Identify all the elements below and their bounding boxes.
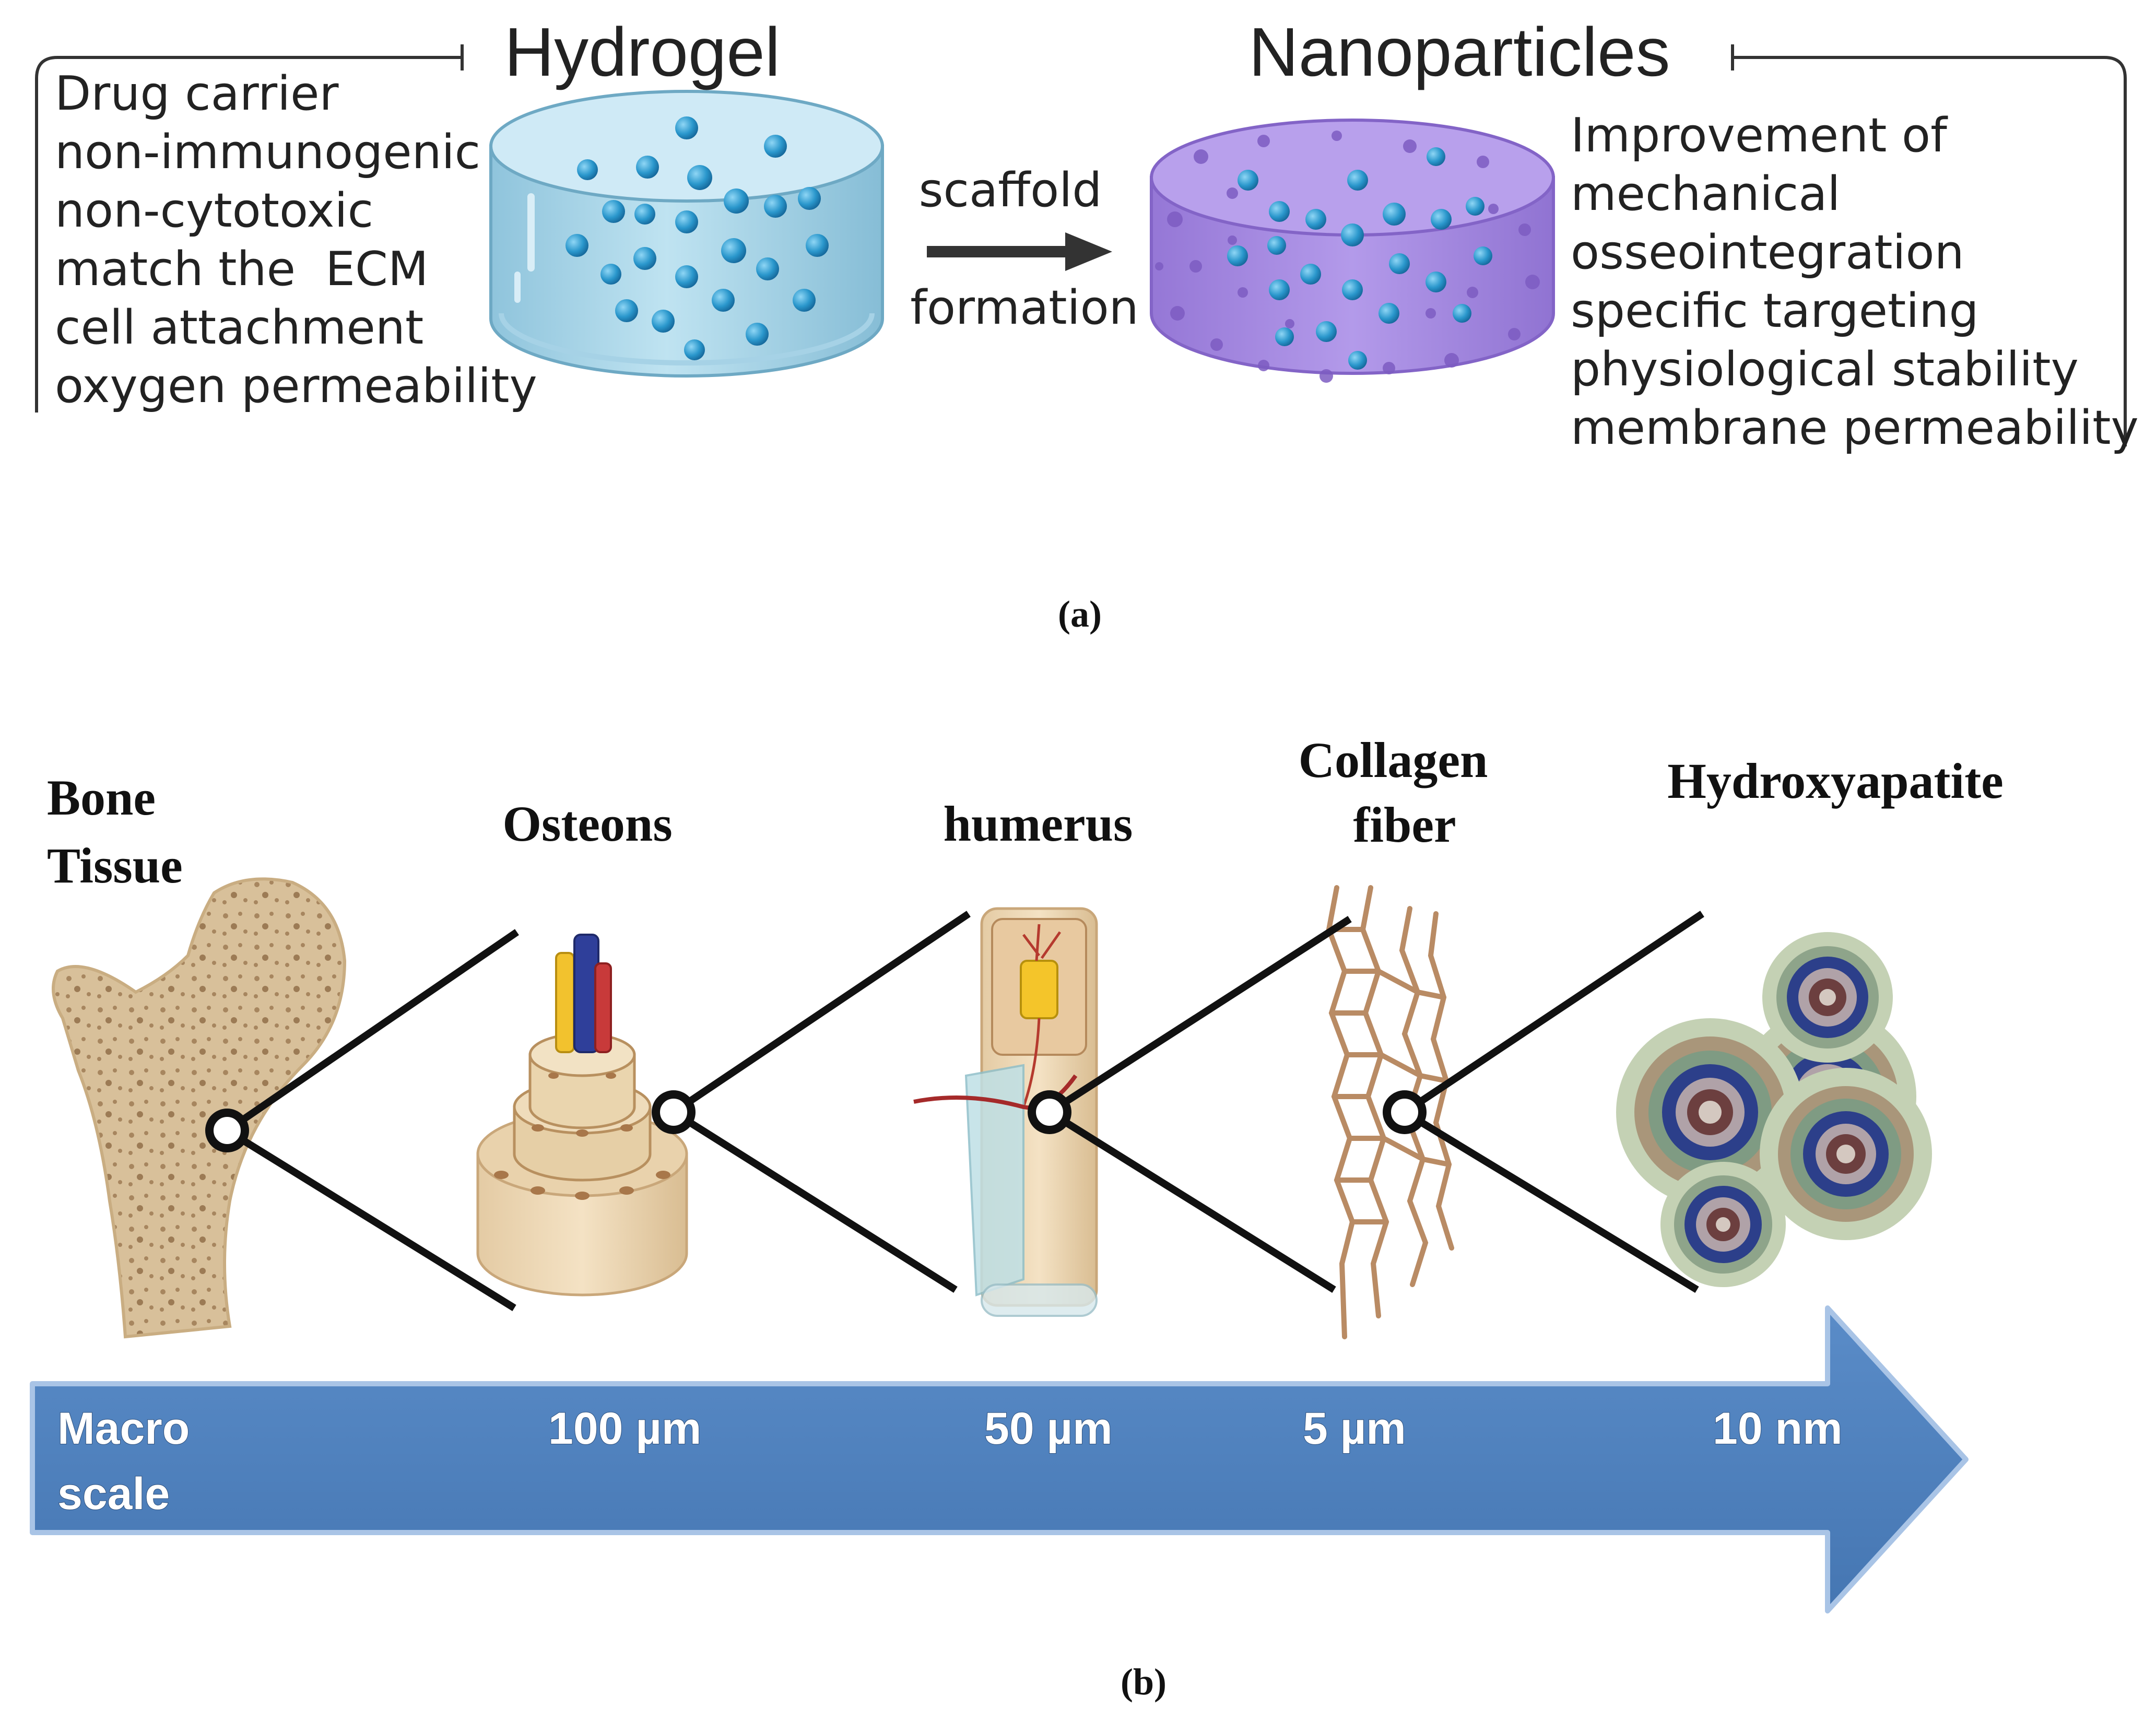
level-title-osteons: Osteons (502, 796, 672, 852)
level-title-bone-tissue: Bone Tissue (47, 770, 183, 893)
arrow-label-formation: formation (910, 280, 1138, 335)
zoom-point (1028, 1090, 1071, 1134)
panel-a: Hydrogel Nanoparticles Drug carrier non-… (35, 14, 2139, 635)
scaffold-formation-arrow (927, 232, 1112, 271)
level-title-collagen-fiber: Collagen fiber (1299, 732, 1501, 853)
nanoparticles-title: Nanoparticles (1248, 14, 1670, 90)
bone-tissue-illustration (52, 877, 347, 1339)
panel-b: Bone Tissue Osteons humerus Collagen fib… (30, 732, 2004, 1703)
scale-label-10nm: 10 nm (1713, 1404, 1843, 1454)
porous-scaffold-illustration (1150, 119, 1555, 383)
hydrogel-properties-bracket (35, 44, 464, 413)
scale-arrow: Macro scale 100 µm 50 µm 5 µm 10 nm (30, 1305, 1969, 1613)
zoom-circles (205, 1090, 1427, 1152)
nanoparticle-properties-bracket (1731, 44, 2127, 446)
zoom-point (652, 1090, 696, 1134)
scale-label-100um: 100 µm (548, 1404, 701, 1454)
hydrogel-property: oxygen permeability (55, 359, 537, 414)
panel-b-caption: (b) (1121, 1661, 1167, 1703)
hydrogel-property: non-immunogenic (55, 125, 480, 180)
hydroxyapatite-crystal (1616, 1018, 1804, 1206)
hydrogel-property: cell attachment (55, 300, 423, 355)
zoom-point (1383, 1090, 1427, 1134)
hydrogel-title: Hydrogel (504, 14, 780, 90)
nanoparticle-property: specific targeting (1571, 284, 1978, 338)
hydroxyapatite-crystal (1760, 1068, 1932, 1240)
hydrogel-cylinder-illustration (489, 90, 884, 378)
hydrogel-property: match the ECM (55, 242, 429, 297)
arrow-label-scaffold: scaffold (919, 163, 1102, 218)
level-title-humerus: humerus (944, 796, 1133, 852)
nanoparticle-property: physiological stability (1571, 342, 2079, 397)
nanoparticle-property: osseointegration (1571, 225, 1964, 280)
hydroxyapatite-crystal (1660, 1162, 1786, 1287)
hydroxyapatite-crystal (1762, 932, 1893, 1063)
panel-a-caption: (a) (1058, 593, 1102, 635)
hydrogel-property: non-cytotoxic (55, 183, 373, 238)
nanoparticle-property: membrane permeability (1571, 400, 2139, 455)
level-title-hydroxyapatite: Hydroxyapatite (1667, 753, 2004, 809)
hydrogel-property-list: Drug carrier non-immunogenic non-cytotox… (55, 66, 537, 414)
scale-label-5um: 5 µm (1303, 1404, 1406, 1454)
zoom-point (205, 1109, 249, 1152)
hydrogel-property: Drug carrier (55, 66, 339, 121)
nanoparticle-property-list: Improvement of mechanical osseointegrati… (1571, 108, 2139, 455)
nanoparticle-property: Improvement of (1571, 108, 1948, 163)
scale-label-macro: Macro scale (57, 1404, 202, 1519)
zoom-connectors (225, 911, 1704, 1311)
hydroxyapatite-illustration (1616, 932, 1932, 1287)
nanoparticle-property: mechanical (1571, 167, 1840, 221)
scale-label-50um: 50 µm (984, 1404, 1113, 1454)
osteon-illustration (476, 934, 688, 1297)
